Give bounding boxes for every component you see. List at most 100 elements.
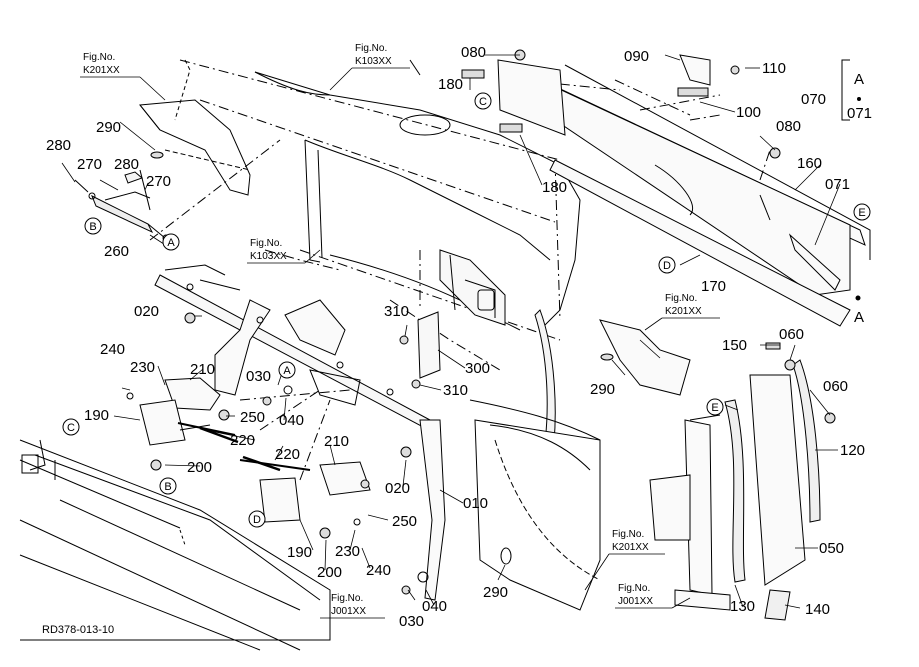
fig-number: K103XX bbox=[250, 251, 287, 262]
dot-marker bbox=[857, 97, 861, 101]
part-number: 260 bbox=[104, 243, 129, 260]
part-number: 080 bbox=[776, 118, 801, 135]
fig-ref-k201-a: Fig.No. K201XX bbox=[80, 52, 166, 101]
part-number: 040 bbox=[422, 598, 447, 615]
part-number: 240 bbox=[366, 562, 391, 579]
right-tower bbox=[599, 319, 821, 621]
fig-number: K103XX bbox=[355, 56, 392, 67]
part-number: 140 bbox=[805, 601, 830, 618]
gas-spring bbox=[74, 169, 170, 242]
part-number: 280 bbox=[46, 137, 71, 154]
callout-d: D bbox=[663, 260, 671, 272]
part-number: 290 bbox=[483, 584, 508, 601]
part-number: 060 bbox=[779, 326, 804, 343]
part-number: 100 bbox=[736, 104, 761, 121]
part-number: 090 bbox=[624, 48, 649, 65]
fig-prefix: Fig.No. bbox=[83, 52, 115, 63]
hardware bbox=[126, 49, 836, 595]
fig-number: J001XX bbox=[618, 596, 653, 607]
main-frame-bar bbox=[154, 264, 446, 601]
part-number: 280 bbox=[114, 156, 139, 173]
part-number: 030 bbox=[246, 368, 271, 385]
bottom-frame bbox=[19, 439, 331, 651]
callout-d: D bbox=[253, 514, 261, 526]
part-number: 310 bbox=[443, 382, 468, 399]
drawing-code: RD378-013-10 bbox=[42, 624, 114, 636]
part-number: 230 bbox=[130, 359, 155, 376]
part-number: 210 bbox=[190, 361, 215, 378]
part-number: 220 bbox=[230, 432, 255, 449]
fig-ref-j001-b: Fig.No. J001XX bbox=[615, 583, 691, 609]
upper-left-bracket bbox=[139, 59, 251, 196]
callout-circles bbox=[62, 92, 871, 528]
fig-ref-k103-a: Fig.No. K103XX bbox=[329, 43, 410, 91]
part-number: 250 bbox=[240, 409, 265, 426]
part-number: 150 bbox=[722, 337, 747, 354]
fig-number: K201XX bbox=[612, 542, 649, 553]
part-number: 080 bbox=[461, 44, 486, 61]
fig-ref-k201-c: Fig.No. K201XX bbox=[584, 529, 665, 591]
fig-prefix: Fig.No. bbox=[665, 293, 697, 304]
fig-number: J001XX bbox=[331, 606, 366, 617]
part-number: 240 bbox=[100, 341, 125, 358]
hinge-plate bbox=[417, 249, 506, 379]
part-number: 071 bbox=[825, 176, 850, 193]
part-number: 270 bbox=[146, 173, 171, 190]
rear-door-panel bbox=[469, 399, 601, 611]
fig-number: K201XX bbox=[665, 306, 702, 317]
part-number: 290 bbox=[96, 119, 121, 136]
bracket-070 bbox=[841, 59, 850, 121]
part-number: 020 bbox=[134, 303, 159, 320]
part-number: 050 bbox=[819, 540, 844, 557]
callout-e: E bbox=[858, 207, 865, 219]
part-number: 200 bbox=[187, 459, 212, 476]
fig-prefix: Fig.No. bbox=[355, 43, 387, 54]
part-number: 110 bbox=[762, 60, 786, 77]
part-number: 070 bbox=[801, 91, 826, 108]
callout-b: B bbox=[164, 481, 171, 493]
part-number: 170 bbox=[701, 278, 726, 295]
leader-lines bbox=[61, 54, 841, 609]
callout-a: A bbox=[854, 71, 864, 88]
part-number: 270 bbox=[77, 156, 102, 173]
part-number: 180 bbox=[542, 179, 567, 196]
part-number: 180 bbox=[438, 76, 463, 93]
part-number: 120 bbox=[840, 442, 865, 459]
dot-marker-a bbox=[855, 295, 861, 301]
part-number: 190 bbox=[84, 407, 109, 424]
callout-a: A bbox=[283, 365, 291, 377]
callout-letters: A B A B C D C D E E A A bbox=[67, 71, 866, 526]
part-number: 030 bbox=[399, 613, 424, 630]
callout-c: C bbox=[67, 422, 75, 434]
part-number: 040 bbox=[279, 412, 304, 429]
fig-prefix: Fig.No. bbox=[331, 593, 363, 604]
part-number: 010 bbox=[463, 495, 488, 512]
part-number: 220 bbox=[275, 446, 300, 463]
part-number: 060 bbox=[823, 378, 848, 395]
part-number: 210 bbox=[324, 433, 349, 450]
callout-e: E bbox=[711, 402, 718, 414]
callout-a: A bbox=[167, 237, 175, 249]
part-number: 020 bbox=[385, 480, 410, 497]
callout-a: A bbox=[854, 309, 864, 326]
part-number: 200 bbox=[317, 564, 342, 581]
top-right-strips bbox=[497, 59, 871, 327]
part-number: 310 bbox=[384, 303, 409, 320]
fig-number: K201XX bbox=[83, 65, 120, 76]
fig-prefix: Fig.No. bbox=[250, 238, 282, 249]
part-numbers: 290 280 280 270 270 260 020 240 230 210 … bbox=[46, 44, 872, 630]
part-number: 071 bbox=[847, 105, 872, 122]
part-number: 290 bbox=[590, 381, 615, 398]
callout-c: C bbox=[479, 96, 487, 108]
part-number: 230 bbox=[335, 543, 360, 560]
lower-left-brackets bbox=[139, 377, 371, 523]
part-number: 130 bbox=[730, 598, 755, 615]
part-number: 160 bbox=[797, 155, 822, 172]
fig-ref-k201-b: Fig.No. K201XX bbox=[644, 293, 720, 331]
callout-b: B bbox=[89, 221, 96, 233]
reference-lines bbox=[149, 59, 771, 481]
fig-ref-j001-a: Fig.No. J001XX bbox=[320, 593, 385, 619]
fig-ref-k103-b: Fig.No. K103XX bbox=[247, 238, 321, 264]
fig-prefix: Fig.No. bbox=[618, 583, 650, 594]
